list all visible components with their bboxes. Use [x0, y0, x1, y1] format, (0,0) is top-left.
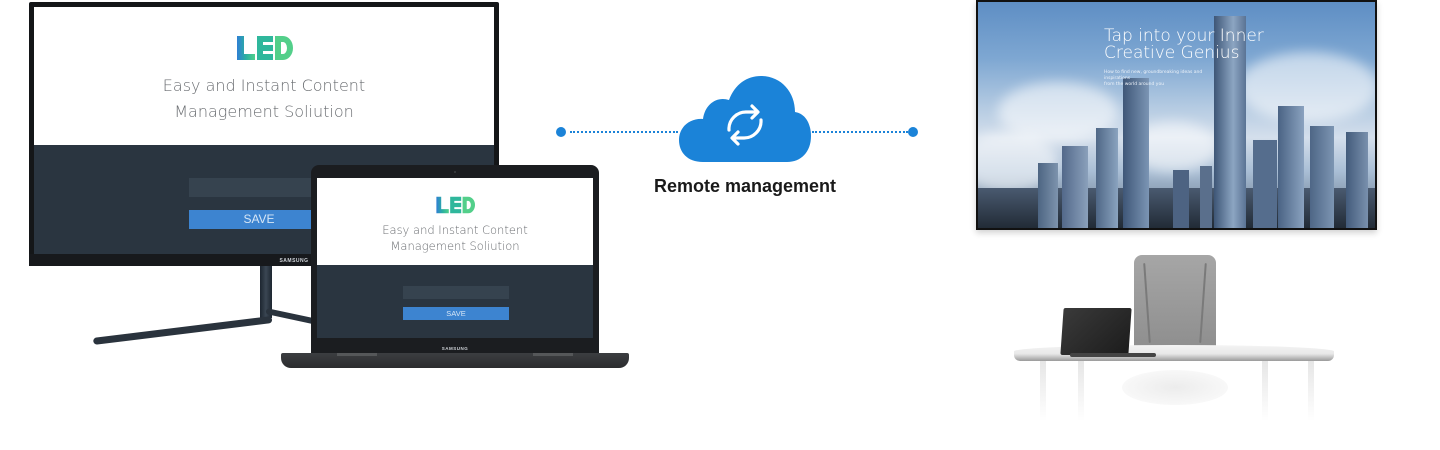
- building: [1038, 163, 1058, 228]
- building: [1173, 170, 1189, 228]
- building: [1253, 140, 1277, 228]
- app-tagline: Easy and Instant Content Management Soli…: [317, 222, 593, 254]
- building: [1214, 16, 1246, 228]
- subtext-line-2: from the world around you: [1104, 82, 1165, 87]
- tagline-line-2: Management Soliution: [174, 102, 354, 121]
- app-header-panel: Easy and Instant Content Management Soli…: [34, 7, 494, 145]
- building: [1096, 128, 1118, 228]
- tagline-line-2: Management Soliution: [390, 239, 520, 253]
- signage-headline: Tap into your Inner Creative Genius: [1104, 28, 1264, 62]
- connection-line-right: [812, 131, 908, 133]
- connection-endpoint-right: [908, 127, 918, 137]
- laptop-base: [281, 353, 629, 368]
- sky-cloud: [1238, 52, 1375, 122]
- laptop-brand-label: SAMSUNG: [441, 346, 469, 351]
- app-header-panel: Easy and Instant Content Management Soli…: [317, 178, 593, 265]
- sync-arrows-icon: [727, 104, 763, 146]
- office-desk-scene: [1000, 250, 1340, 450]
- desk-leg: [1078, 361, 1084, 421]
- signage-display: Tap into your Inner Creative Genius How …: [976, 0, 1377, 230]
- monitor-brand-label: SAMSUNG: [279, 258, 309, 264]
- content-input[interactable]: [403, 286, 509, 299]
- connection-line-left: [570, 131, 678, 133]
- tagline-line-1: Easy and Instant Content: [382, 223, 528, 237]
- monitor-screen: Easy and Instant Content Management Soli…: [34, 7, 494, 255]
- laptop-hinge: [337, 353, 377, 356]
- building: [1278, 106, 1304, 228]
- desk-laptop: [1060, 308, 1132, 355]
- laptop: Easy and Instant Content Management Soli…: [311, 165, 599, 359]
- desk-leg: [1262, 361, 1268, 421]
- tagline-line-1: Easy and Instant Content: [162, 76, 366, 95]
- office-chair: [1134, 255, 1216, 350]
- signage-subtext: How to find new, groundbreaking ideas an…: [1104, 70, 1224, 88]
- cloud-sync-icon: [677, 74, 813, 164]
- chair-base: [1122, 370, 1228, 405]
- save-button[interactable]: SAVE: [189, 210, 329, 229]
- monitor-stand-leg: [92, 316, 273, 345]
- cloud-icon: [679, 76, 811, 162]
- led-logo-icon: [237, 36, 293, 60]
- desk-leg: [1040, 361, 1046, 421]
- webcam-icon: [454, 171, 456, 173]
- subtext-line-1: How to find new, groundbreaking ideas an…: [1104, 70, 1203, 81]
- laptop-screen: Easy and Instant Content Management Soli…: [317, 178, 593, 338]
- led-logo-icon: [436, 196, 475, 214]
- building: [1200, 166, 1212, 228]
- monitor-stand-leg: [265, 308, 316, 325]
- save-button[interactable]: SAVE: [403, 307, 509, 320]
- monitor-stand-neck: [260, 266, 272, 318]
- building: [1062, 146, 1088, 228]
- building: [1310, 126, 1334, 228]
- city-skyline-image: Tap into your Inner Creative Genius How …: [978, 2, 1375, 228]
- building: [1123, 78, 1149, 228]
- led-logo: [435, 195, 475, 215]
- remote-management-caption: Remote management: [653, 176, 837, 196]
- headline-line-1: Tap into your Inner: [1104, 26, 1264, 46]
- connection-endpoint-left: [556, 127, 566, 137]
- app-tagline: Easy and Instant Content Management Soli…: [34, 73, 494, 125]
- building: [1346, 132, 1368, 228]
- headline-line-2: Creative Genius: [1104, 43, 1240, 63]
- led-logo: [235, 34, 293, 62]
- content-input[interactable]: [189, 178, 329, 197]
- desk-laptop-base: [1070, 353, 1156, 357]
- desk-leg: [1308, 361, 1314, 421]
- laptop-hinge: [533, 353, 573, 356]
